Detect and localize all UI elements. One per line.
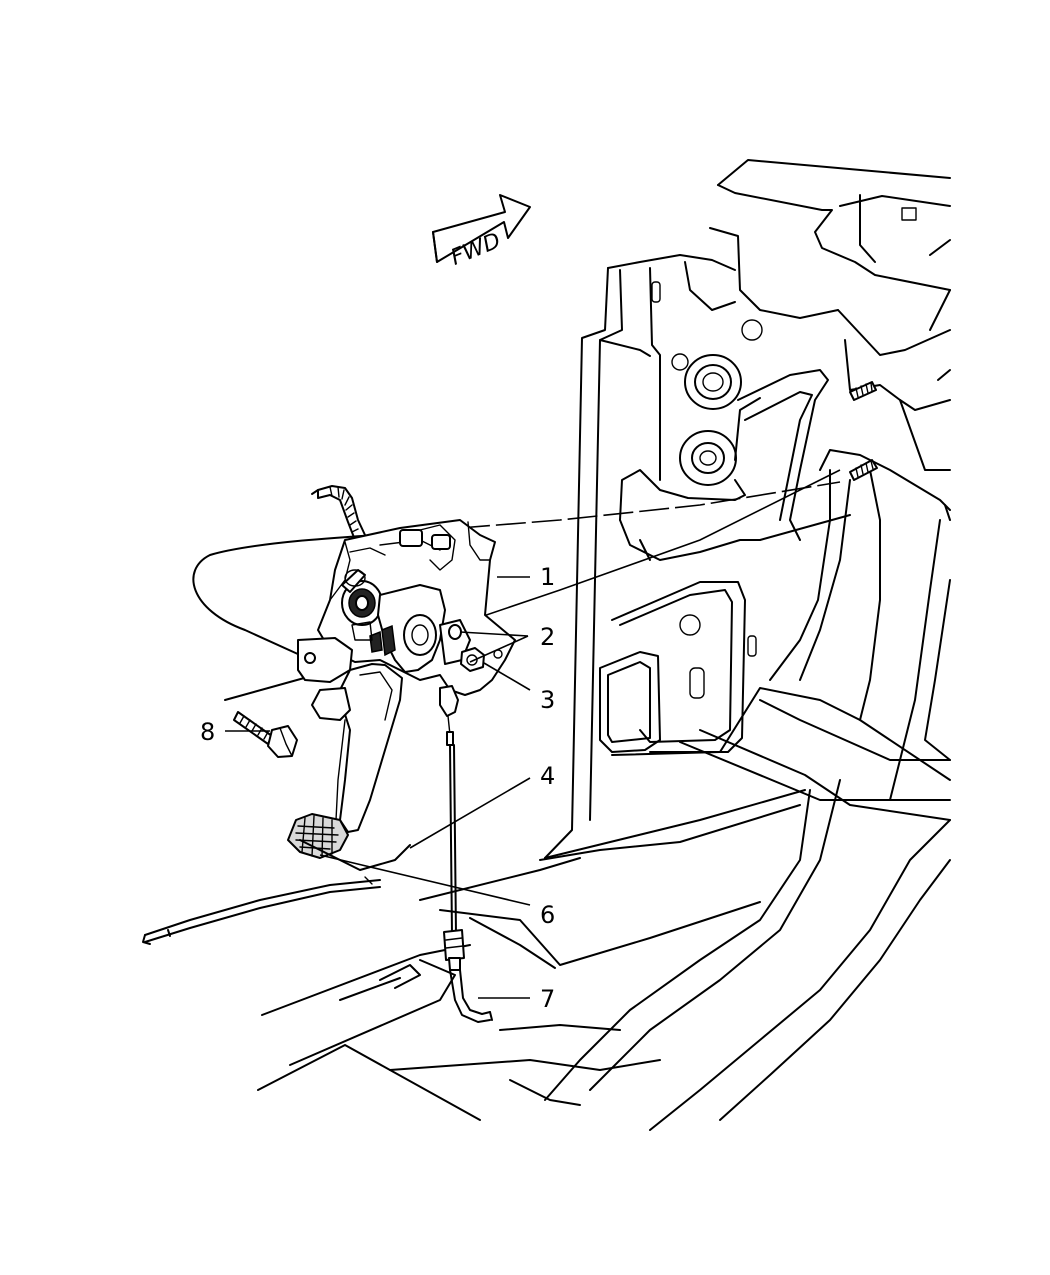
callout-2: 2 (540, 623, 555, 651)
forward-direction-arrow: FWD (432, 194, 531, 271)
parking-brake-pedal-assembly (142, 519, 516, 945)
callout-6: 6 (540, 901, 555, 929)
callout-1: 1 (540, 563, 555, 591)
callout-4: 4 (540, 762, 555, 790)
alignment-line-upper (459, 481, 841, 529)
upper-mounting-stud (849, 381, 877, 401)
callout-leaders (225, 576, 531, 999)
lower-grommet (679, 430, 737, 486)
callout-7: 7 (540, 985, 555, 1013)
parking-brake-cable (443, 731, 493, 1023)
nut (460, 647, 485, 672)
upper-grommet (684, 354, 742, 410)
body-panel (257, 159, 951, 1131)
alignment-line-lower (447, 469, 841, 629)
mounting-bolt (233, 711, 298, 758)
pedal-pad (287, 813, 349, 859)
callout-3: 3 (540, 686, 555, 714)
lower-mounting-stud (849, 459, 878, 481)
callout-8: 8 (200, 718, 215, 746)
